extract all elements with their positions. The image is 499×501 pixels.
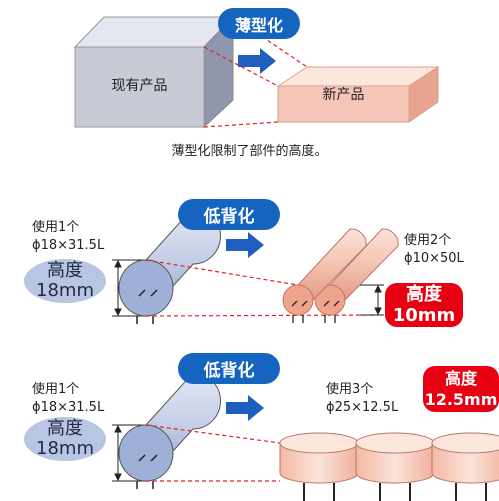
capacitor-10mm-pair-icon xyxy=(282,228,399,323)
height-compare-lines xyxy=(145,424,281,482)
right-spec-size: ϕ25×12.5L xyxy=(326,400,399,415)
new-product-label: 新产品 xyxy=(322,87,365,103)
height-value: 18mm xyxy=(36,280,94,301)
height-dimension-icon xyxy=(112,259,146,317)
old-product-box xyxy=(73,15,235,129)
height-compare-lines xyxy=(145,259,379,317)
right-spec-count: 使用2个 xyxy=(404,233,452,248)
old-product-label: 现有产品 xyxy=(111,78,168,94)
arrow-icon xyxy=(226,395,264,421)
new-product-box xyxy=(276,66,440,123)
arrow-icon xyxy=(226,232,264,258)
capacitor-25mm-triple-icon xyxy=(279,432,499,501)
low-profile-badge: 低背化 xyxy=(178,199,280,230)
height-dimension-icon xyxy=(112,424,146,482)
thinning-caption: 薄型化限制了部件的高度。 xyxy=(171,144,328,159)
right-spec-size: ϕ10×50L xyxy=(404,251,464,266)
height-value: 12.5mm xyxy=(424,390,498,409)
right-height-badge: 高度 12.5mm xyxy=(423,366,499,412)
height-label: 高度 xyxy=(406,284,442,305)
left-spec-size: ϕ18×31.5L xyxy=(32,400,105,415)
height-label: 高度 xyxy=(47,260,83,281)
left-height-bubble: 高度 18mm xyxy=(24,417,106,461)
height-value: 18mm xyxy=(36,438,94,459)
capacitor-18mm-icon xyxy=(118,372,221,489)
height-value: 10mm xyxy=(392,305,456,326)
left-spec-size: ϕ18×31.5L xyxy=(32,238,105,253)
left-spec-count: 使用1个 xyxy=(32,382,80,397)
right-spec-count: 使用3个 xyxy=(326,382,374,397)
right-height-badge: 高度 10mm xyxy=(385,283,463,327)
low-profile-badge: 低背化 xyxy=(178,353,280,384)
height-label: 高度 xyxy=(47,418,83,439)
height-dimension-icon xyxy=(360,284,384,316)
height-label: 高度 xyxy=(444,369,477,388)
thinning-badge: 薄型化 xyxy=(218,8,300,39)
left-height-bubble: 高度 18mm xyxy=(24,259,106,303)
left-spec-count: 使用1个 xyxy=(32,220,80,235)
arrow-icon xyxy=(238,48,276,74)
